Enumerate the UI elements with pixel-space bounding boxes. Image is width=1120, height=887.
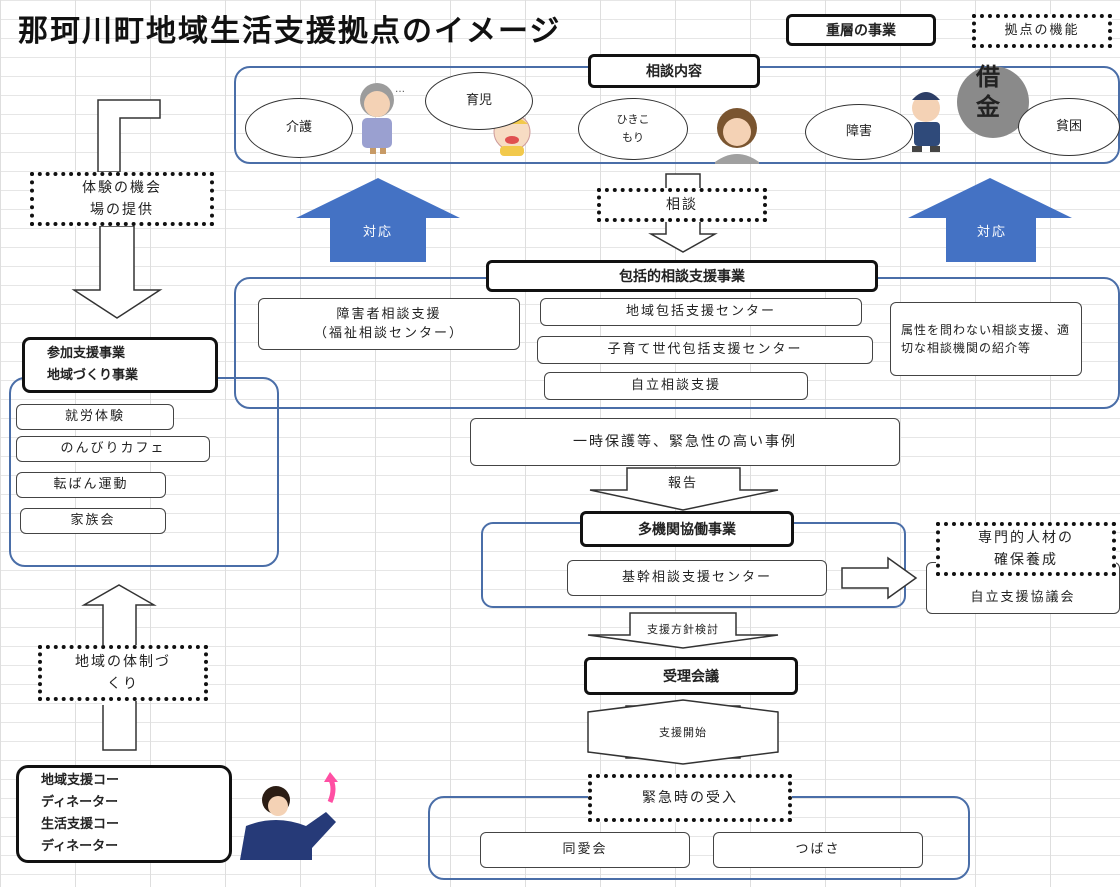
participation-item-work-experience: 就労体験 (16, 404, 174, 430)
participation-header-label: 参加支援事業 地域づくり事業 (47, 346, 139, 383)
consultation-item-childcare: 育児 (425, 72, 533, 130)
participation-item-cafe: のんびりカフェ (16, 436, 210, 462)
page-title: 那珂川町地域生活支援拠点のイメージ (18, 14, 562, 49)
council-label: 自立支援協議会 (970, 589, 1076, 605)
participation-item-label: のんびりカフェ (60, 441, 166, 457)
to-council-arrow (841, 556, 918, 600)
facility-label: つばさ (795, 842, 841, 858)
consultation-item-label: 貧困 (1055, 118, 1082, 134)
facility-label: 同愛会 (562, 842, 608, 858)
comprehensive-header: 包括的相談支援事業 (486, 260, 878, 292)
legend-function-label: 拠点の機能 (1004, 22, 1080, 38)
emergency-acceptance: 緊急時の受入 (588, 774, 792, 822)
acceptance-meeting-label: 受理会議 (663, 669, 719, 685)
participation-item-family: 家族会 (20, 508, 166, 534)
disability-consult-support: 障害者相談支援 （福祉相談センター） (258, 298, 520, 350)
start-label: 支援開始 (659, 726, 707, 739)
attribute-agnostic-support: 属性を問わない相談支援、適切な相談機関の紹介等 (890, 302, 1082, 376)
consultation-item-label: ひきこ もり (616, 113, 650, 144)
coordinator-box: 地域支援コー ディネーター 生活支援コー ディネーター (16, 765, 232, 863)
troubled-woman-illustration (715, 108, 759, 164)
coordinator-label: 地域支援コー ディネーター 生活支援コー ディネーター (41, 773, 120, 854)
emergency-cases-box: 一時保護等、緊急性の高い事例 (470, 418, 900, 466)
respond-label-left: 対応 (362, 224, 393, 240)
policy-label: 支援方針検討 (647, 623, 719, 636)
comprehensive-item-label: 子育て世代包括支援センター (607, 342, 803, 358)
specialist-training: 専門的人材の 確保養成 (936, 522, 1116, 576)
independence-consult-support: 自立相談支援 (544, 372, 808, 400)
respond-label-right: 対応 (976, 224, 1007, 240)
comprehensive-header-label: 包括的相談支援事業 (619, 269, 745, 285)
consultation-item-withdrawal: ひきこ もり (578, 98, 688, 160)
participation-header: 参加支援事業 地域づくり事業 (22, 337, 218, 393)
acceptance-meeting: 受理会議 (584, 657, 798, 695)
comprehensive-item-label: 障害者相談支援 （福祉相談センター） (313, 306, 464, 342)
facility-doaikai: 同愛会 (480, 832, 690, 868)
legend-layered-business: 重層の事業 (786, 14, 936, 46)
debt-sign: 借 金 (976, 63, 1000, 121)
core-center-label: 基幹相談支援センター (621, 570, 772, 586)
start-arrow-body (587, 699, 779, 765)
childrearing-support-center: 子育て世代包括支援センター (537, 336, 873, 364)
consultation-item-label: 障害 (845, 123, 872, 139)
comprehensive-item-label: 地域包括支援センター (625, 304, 776, 320)
comprehensive-item-label: 属性を問わない相談支援、適切な相談機関の紹介等 (901, 323, 1071, 355)
respond-arrow-left (296, 178, 460, 262)
specialist-label: 専門的人材の 確保養成 (978, 529, 1074, 568)
legend-hub-function: 拠点の機能 (972, 14, 1112, 48)
facility-tsubasa: つばさ (713, 832, 923, 868)
multi-agency-header-label: 多機関協働事業 (638, 522, 736, 538)
consultation-item-label: 育児 (465, 92, 492, 108)
coordinator-illustration (240, 772, 338, 860)
consultation-item-care: 介護 (245, 98, 353, 158)
comprehensive-item-label: 自立相談支援 (630, 378, 721, 394)
consult-function: 相談 (597, 188, 767, 222)
community-system: 地域の体制づ くり (38, 645, 208, 701)
elderly-woman-illustration: … (360, 83, 405, 154)
respond-arrow-right (908, 178, 1072, 262)
svg-text:…: … (395, 84, 405, 95)
community-label: 地域の体制づ くり (75, 653, 171, 692)
emergency-acceptance-label: 緊急時の受入 (642, 789, 738, 806)
consultation-header-label: 相談内容 (646, 64, 702, 80)
consult-label: 相談 (666, 196, 698, 213)
consultation-item-poverty: 貧困 (1018, 98, 1120, 156)
participation-item-label: 転ばん運動 (53, 477, 129, 493)
report-label: 報告 (667, 475, 698, 491)
core-consult-support-center: 基幹相談支援センター (567, 560, 827, 596)
consultation-header: 相談内容 (588, 54, 760, 88)
debt-man-illustration (912, 66, 1029, 152)
participation-item-label: 家族会 (70, 513, 116, 529)
legend-layered-label: 重層の事業 (826, 23, 896, 39)
consultation-item-disability: 障害 (805, 104, 913, 160)
experience-label: 体験の機会 場の提供 (82, 179, 162, 218)
consultation-item-label: 介護 (285, 119, 312, 135)
participation-item-exercise: 転ばん運動 (16, 472, 166, 498)
multi-agency-header: 多機関協働事業 (580, 511, 794, 547)
regional-comprehensive-center: 地域包括支援センター (540, 298, 862, 326)
emergency-cases-label: 一時保護等、緊急性の高い事例 (573, 433, 797, 450)
participation-item-label: 就労体験 (64, 409, 125, 425)
policy-down-arrow (587, 612, 779, 649)
experience-opportunity: 体験の機会 場の提供 (30, 172, 214, 226)
report-down-arrow (589, 467, 779, 511)
